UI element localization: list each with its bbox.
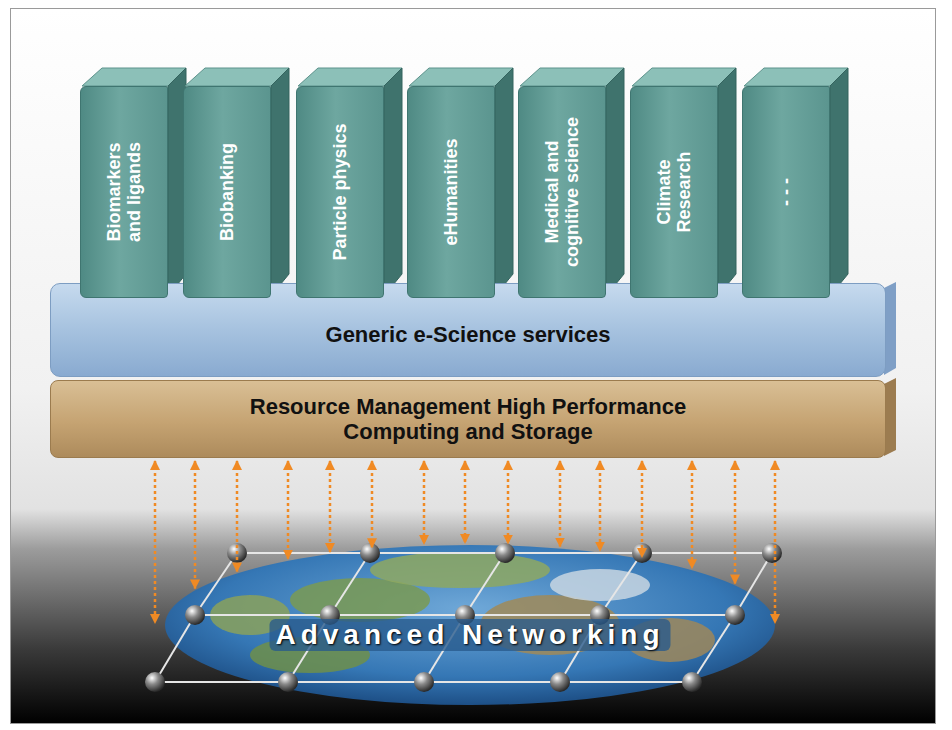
grid-line bbox=[195, 553, 237, 615]
data-link-arrow bbox=[194, 461, 197, 588]
data-link-arrow bbox=[599, 461, 602, 551]
block-side-face bbox=[830, 68, 848, 296]
grid-line bbox=[155, 681, 288, 683]
grid-line bbox=[370, 552, 505, 554]
network-node-sphere bbox=[550, 672, 570, 692]
data-link-arrow bbox=[641, 461, 644, 557]
band-label: Resource Management High Performance Com… bbox=[233, 394, 703, 445]
discipline-block: - - - bbox=[742, 86, 830, 298]
data-link-arrow bbox=[774, 461, 777, 623]
network-node-sphere bbox=[360, 543, 380, 563]
vertical-label: Biomarkers and ligands bbox=[104, 127, 144, 257]
vertical-label: Climate Research bbox=[654, 127, 694, 257]
vertical-label: - - - bbox=[776, 97, 796, 287]
grid-line bbox=[735, 553, 772, 615]
grid-line bbox=[642, 552, 772, 554]
discipline-label: Medical and cognitive science bbox=[542, 110, 582, 275]
grid-line bbox=[560, 681, 692, 683]
network-globe: Advanced Networking bbox=[130, 530, 810, 720]
data-link-arrow bbox=[423, 461, 426, 544]
resource-band: Resource Management High Performance Com… bbox=[50, 380, 886, 458]
block-side-face bbox=[495, 68, 513, 296]
vertical-label: Biobanking bbox=[217, 97, 237, 287]
grid-line bbox=[465, 614, 600, 616]
grid-line bbox=[600, 614, 735, 616]
data-link-arrow bbox=[507, 461, 510, 544]
grid-line bbox=[330, 553, 370, 615]
discipline-block: eHumanities bbox=[407, 86, 495, 298]
discipline-block: Climate Research bbox=[630, 86, 718, 298]
discipline-block: Biobanking bbox=[183, 86, 271, 298]
grid-line bbox=[692, 615, 735, 682]
discipline-block: Particle physics bbox=[296, 86, 384, 298]
network-node-sphere bbox=[682, 672, 702, 692]
land-mass bbox=[550, 569, 650, 601]
grid-line bbox=[237, 552, 370, 554]
land-mass bbox=[370, 552, 550, 588]
vertical-label: eHumanities bbox=[441, 97, 461, 287]
grid-line bbox=[155, 615, 195, 682]
block-side-face bbox=[384, 68, 402, 296]
grid-line bbox=[600, 553, 642, 615]
discipline-block: Medical and cognitive science bbox=[518, 86, 606, 298]
block-side-face bbox=[271, 68, 289, 296]
grid-line bbox=[195, 614, 330, 616]
network-node-sphere bbox=[145, 672, 165, 692]
data-link-arrow bbox=[329, 461, 332, 552]
vertical-label: Particle physics bbox=[330, 97, 350, 287]
data-link-arrow bbox=[734, 461, 737, 583]
vertical-label: Medical and cognitive science bbox=[542, 110, 582, 275]
block-side-face bbox=[606, 68, 624, 296]
data-link-arrow bbox=[287, 461, 290, 559]
network-label: Advanced Networking bbox=[269, 619, 670, 651]
data-link-arrow bbox=[371, 461, 374, 547]
network-node-sphere bbox=[185, 605, 205, 625]
grid-line bbox=[330, 614, 465, 616]
network-node-sphere bbox=[495, 543, 515, 563]
data-link-arrow bbox=[464, 461, 467, 543]
grid-line bbox=[424, 681, 560, 683]
grid-line bbox=[505, 552, 642, 554]
data-link-arrow bbox=[559, 461, 562, 547]
grid-line bbox=[465, 553, 505, 615]
network-node-sphere bbox=[725, 605, 745, 625]
block-side-face bbox=[718, 68, 736, 296]
network-node-sphere bbox=[414, 672, 434, 692]
data-link-arrow bbox=[236, 461, 239, 571]
discipline-label: Biomarkers and ligands bbox=[104, 127, 144, 257]
network-node-sphere bbox=[227, 543, 247, 563]
network-node-sphere bbox=[278, 672, 298, 692]
network-node-sphere bbox=[632, 543, 652, 563]
band-label: Generic e-Science services bbox=[326, 322, 611, 347]
data-link-arrow bbox=[154, 461, 157, 623]
discipline-block: Biomarkers and ligands bbox=[80, 86, 168, 298]
grid-line bbox=[288, 681, 424, 683]
data-link-arrow bbox=[691, 461, 694, 568]
discipline-label: eHumanities bbox=[441, 97, 461, 287]
discipline-label: Climate Research bbox=[654, 127, 694, 257]
discipline-label: - - - bbox=[776, 97, 796, 287]
network-node-sphere bbox=[762, 543, 782, 563]
discipline-label: Biobanking bbox=[217, 97, 237, 287]
discipline-label: Particle physics bbox=[330, 97, 350, 287]
